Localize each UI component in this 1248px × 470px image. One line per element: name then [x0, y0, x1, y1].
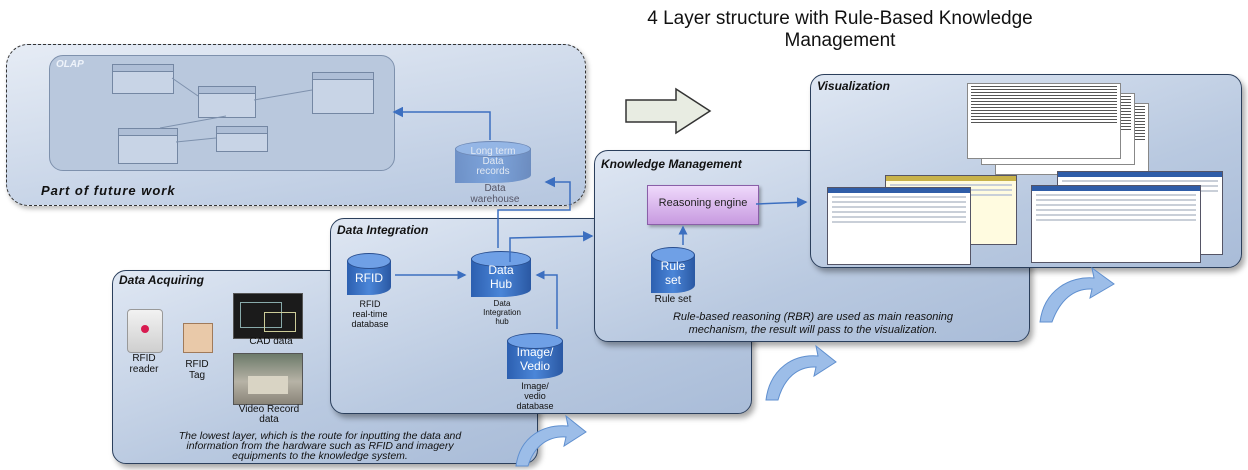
warehouse-caption-line2: warehouse — [470, 194, 520, 205]
reasoning-engine-label: Reasoning engine — [658, 197, 748, 209]
rfid-reader-caption-line1: RFID — [132, 353, 156, 364]
data-hub-caption-line3: hub — [495, 317, 509, 326]
rfid-reader-caption-line2: reader — [129, 364, 159, 375]
video-caption: Video Record data — [229, 405, 309, 425]
reasoning-engine-box: Reasoning engine — [647, 185, 759, 225]
rule-set-caption: Rule set — [654, 294, 692, 305]
data-hub-cylinder: Data Hub — [471, 251, 531, 297]
warehouse-label-line2: Data — [482, 156, 504, 167]
olap-table — [118, 128, 178, 164]
rfid-tag-caption-line1: RFID — [185, 359, 209, 370]
form-screenshot — [827, 187, 971, 265]
olap-panel: OLAP — [49, 55, 395, 171]
cad-caption: CAD data — [249, 336, 293, 347]
diagram-title: 4 Layer structure with Rule-Based Knowle… — [560, 8, 1120, 52]
acquiring-description-line2: information from the hardware such as RF… — [186, 440, 454, 452]
rfid-database-caption: RFID real-time database — [339, 299, 401, 329]
diagram-title-line1: 4 Layer structure with Rule-Based Knowle… — [647, 8, 1033, 29]
rfid-database-label: RFID — [355, 271, 383, 285]
diagram-title-line2: Management — [784, 30, 896, 51]
olap-table — [198, 86, 256, 118]
image-database-caption-line1: Image/ — [521, 381, 549, 391]
olap-links — [159, 77, 313, 143]
olap-label: OLAP — [56, 59, 84, 70]
visualization-title: Visualization — [817, 79, 890, 93]
video-image — [233, 353, 303, 405]
video-caption-line1: Video Record — [238, 404, 300, 415]
video-caption-line2: data — [259, 414, 279, 425]
rule-set-cylinder: Rule set — [651, 247, 695, 293]
data-hub-caption-line2: Integration — [483, 308, 521, 317]
curved-arrow-icon — [1039, 266, 1115, 323]
rfid-database-caption-line2: real-time — [352, 309, 388, 319]
rule-set-label-line1: Rule — [660, 259, 686, 273]
form-screenshot — [1031, 185, 1201, 263]
image-database-label-line2: Vedio — [519, 359, 551, 373]
curved-arrow-icon — [765, 344, 837, 401]
acquiring-description-line1: The lowest layer, which is the route for… — [178, 430, 462, 442]
rfid-reader-image — [127, 309, 163, 353]
data-hub-caption-line1: Data — [493, 299, 511, 308]
rfid-reader-caption: RFID reader — [123, 353, 165, 375]
image-database-cylinder: Image/ Vedio — [507, 333, 563, 379]
data-integration-title: Data Integration — [337, 223, 429, 237]
olap-table — [312, 72, 374, 114]
data-warehouse-cylinder: Long term Data records — [455, 141, 531, 183]
rfid-tag-caption-line2: Tag — [188, 370, 206, 381]
knowledge-arrows — [678, 225, 688, 245]
curved-arrow-icon — [515, 414, 587, 467]
warehouse-caption-line1: Data — [484, 183, 506, 194]
knowledge-description: Rule-based reasoning (RBR) are used as m… — [599, 311, 1027, 337]
knowledge-description-line2: mechanism, the result will pass to the v… — [688, 324, 938, 336]
rfid-tag-image — [183, 323, 213, 353]
image-database-label-line1: Image/ — [516, 345, 554, 359]
data-acquiring-title: Data Acquiring — [119, 273, 204, 287]
rfid-database-caption-line1: RFID — [359, 299, 381, 309]
olap-table — [216, 126, 268, 152]
rfid-reader-dot — [141, 325, 149, 333]
image-database-caption-line3: database — [516, 401, 554, 411]
integration-arrows — [395, 270, 558, 329]
visualization-panel: Visualization — [810, 74, 1242, 268]
knowledge-description-line1: Rule-based reasoning (RBR) are used as m… — [672, 311, 954, 323]
acquiring-description-line3: equipments to the knowledge system. — [232, 450, 408, 462]
data-hub-label-line2: Hub — [489, 277, 512, 291]
table-screenshot — [967, 83, 1121, 159]
data-hub-label-line1: Data — [488, 263, 514, 277]
cad-image — [233, 293, 303, 339]
olap-table — [112, 64, 174, 94]
future-work-label: Part of future work — [41, 183, 176, 198]
knowledge-management-title: Knowledge Management — [601, 157, 742, 171]
data-hub-caption: Data Integration hub — [467, 299, 537, 326]
warehouse-label-line3: records — [476, 166, 510, 177]
rfid-tag-caption: RFID Tag — [179, 359, 215, 381]
warehouse-caption: Data warehouse — [457, 183, 533, 205]
image-database-caption-line2: vedio — [524, 391, 546, 401]
acquiring-description: The lowest layer, which is the route for… — [115, 430, 525, 462]
rule-set-label-line2: set — [664, 273, 681, 287]
right-arrow-icon — [625, 87, 712, 135]
image-database-caption: Image/ vedio database — [501, 381, 569, 411]
rfid-database-cylinder: RFID — [347, 253, 391, 295]
warehouse-label-line1: Long term — [470, 146, 516, 157]
rfid-database-caption-line3: database — [351, 319, 389, 329]
